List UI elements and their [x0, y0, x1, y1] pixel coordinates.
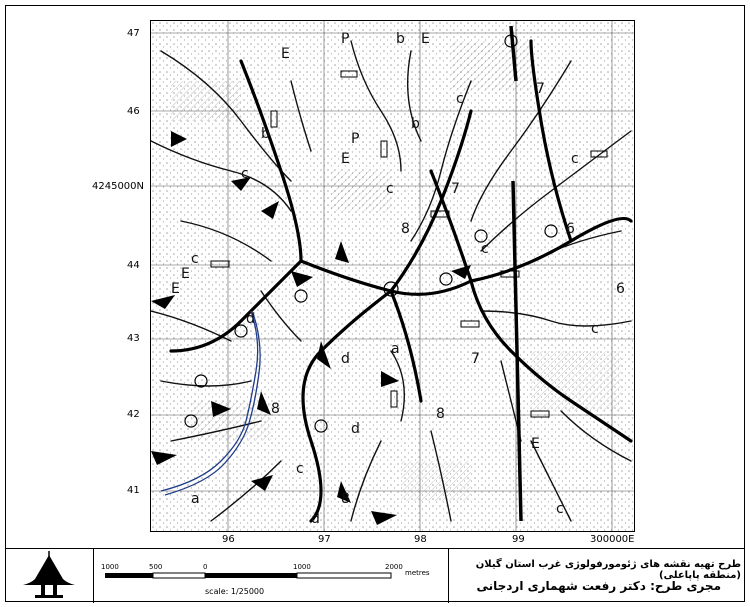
scale-ratio: scale: 1/25000 [205, 587, 265, 596]
feature-code-label: b [396, 31, 405, 47]
feature-code-label: E [341, 151, 350, 167]
feature-code-label: 8 [341, 491, 350, 507]
logo-panel [5, 549, 94, 603]
river [160, 310, 261, 496]
settlement-symbols [210, 70, 608, 418]
debris-cone-marks [151, 131, 471, 525]
main-drainage [169, 39, 633, 523]
feature-code-label: P [341, 31, 349, 47]
northing-label: 41 [127, 485, 140, 496]
feature-code-label: P [351, 131, 359, 147]
feature-code-label: c [481, 241, 489, 257]
scale-tick-label: 1000 [293, 563, 311, 571]
scale-tick-label: 500 [149, 563, 163, 571]
northing-label: 46 [127, 106, 140, 117]
feature-code-label: 7 [451, 181, 460, 197]
feature-code-label: c [571, 151, 579, 167]
feature-code-label: 7 [536, 81, 545, 97]
feature-code-label: E [281, 46, 290, 62]
feature-code-label: d [341, 351, 350, 367]
feature-code-label: a [391, 341, 400, 357]
feature-code-label: 8 [436, 406, 445, 422]
easting-label: 300000E [590, 534, 635, 545]
scale-bar [105, 572, 392, 579]
feature-code-label: d [351, 421, 360, 437]
feature-code-label: c [191, 251, 199, 267]
feature-code-label: c [386, 181, 394, 197]
scale-tick-label: 0 [203, 563, 208, 571]
feature-code-label: c [241, 166, 249, 182]
scale-unit: metres [405, 569, 430, 577]
feature-code-label: 7 [471, 351, 480, 367]
project-title: طرح تهیه نقشه های ژئومورفولوژی غرب استان… [475, 559, 741, 581]
feature-code-label: c [456, 91, 464, 107]
northing-label: 42 [127, 409, 140, 420]
feature-code-label: c [591, 321, 599, 337]
feature-code-label: 8 [401, 221, 410, 237]
legend-bar: 1000 500 0 1000 2000 metres scale: 1/250… [5, 548, 745, 603]
easting-label: 98 [414, 534, 427, 545]
northing-label: 44 [127, 260, 140, 271]
feature-code-label: a [191, 491, 200, 507]
easting-label: 97 [318, 534, 331, 545]
northing-label: 43 [127, 333, 140, 344]
feature-code-label: b [261, 126, 270, 142]
easting-label: 99 [512, 534, 525, 545]
title-panel: طرح تهیه نقشه های ژئومورفولوژی غرب استان… [448, 549, 745, 603]
scale-tick-label: 2000 [385, 563, 403, 571]
pagoda-logo-icon [23, 551, 75, 598]
project-lead: مجری طرح: دکتر رفعت شهماری اردجانی [476, 579, 721, 593]
feature-code-label: E [421, 31, 430, 47]
feature-code-label: E [171, 281, 180, 297]
feature-code-label: 8 [271, 401, 280, 417]
scale-tick-label: 1000 [101, 563, 119, 571]
feature-code-label: 6 [566, 221, 575, 237]
northing-label: 47 [127, 28, 140, 39]
easting-label: 96 [222, 534, 235, 545]
feature-code-label: 6 [616, 281, 625, 297]
feature-code-label: E [531, 436, 540, 452]
feature-code-label: E [181, 266, 190, 282]
northing-label: 4245000N [92, 181, 145, 192]
scale-panel: 1000 500 0 1000 2000 metres scale: 1/250… [93, 549, 449, 603]
junction-symbols [184, 34, 558, 433]
feature-code-label: d [311, 511, 320, 527]
feature-code-label: d [246, 311, 255, 327]
dotted-deposit-areas [151, 21, 634, 531]
feature-code-label: c [296, 461, 304, 477]
minor-streams [151, 40, 632, 522]
map-frame [5, 5, 745, 602]
feature-code-label: c [556, 501, 564, 517]
feature-code-label: b [411, 116, 420, 132]
